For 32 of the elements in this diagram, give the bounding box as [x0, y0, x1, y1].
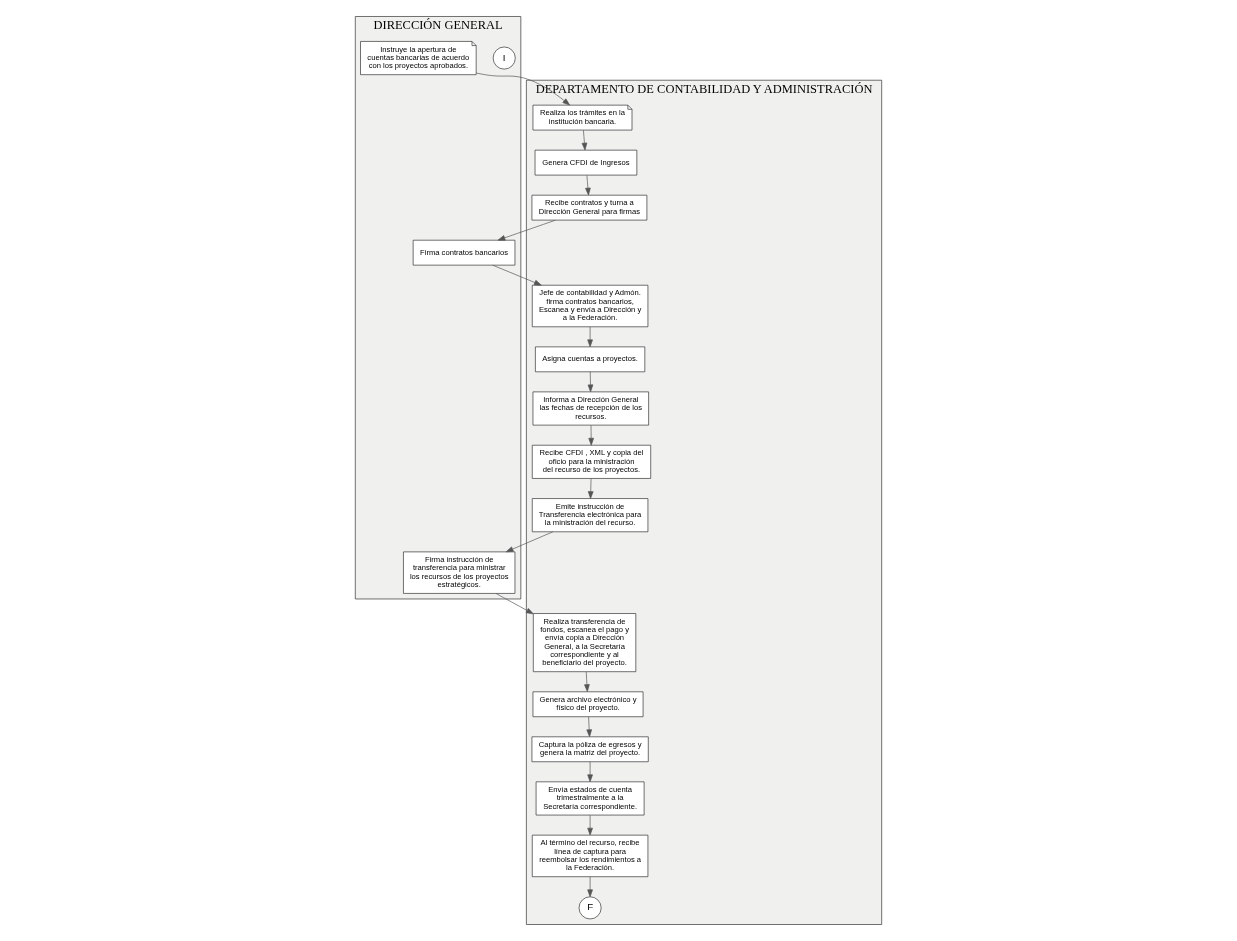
arrow [581, 129, 588, 151]
arrow [495, 593, 534, 615]
node-box: Envía estados de cuenta trimestralmente a la Secretaría correspondiente. [535, 781, 645, 816]
arrow [475, 72, 570, 106]
arrow [492, 264, 542, 286]
node-box: Realiza transferencia de fondos, escanea el pago y envía copia a Dirección General, a la Secretaría correspondiente y al beneficiario del proyecto. [532, 613, 637, 673]
node-box: Genera CFDI de Ingresos [534, 149, 638, 176]
node-box: Asigna cuentas a proyectos. [535, 346, 646, 373]
arrow [586, 716, 592, 737]
arrow [588, 425, 594, 446]
node-box: Firma contratos bancarios [412, 239, 516, 266]
node-box: Informa a Dirección General las fechas de recepción de los recursos. [532, 391, 649, 426]
node-box: Jefe de contabilidad y Admón. firma contratos bancarios, Escanea y envía a Dirección y a la Federación. [531, 284, 649, 328]
arrow [587, 326, 593, 348]
node-box: Recibe CFDI , XML y copia del oficio para la ministración del recurso de los proyectos. [531, 444, 652, 479]
node-box: Recibe contratos y turna a Dirección General para firmas [531, 194, 648, 221]
node-box: Al término del recurso, recibe línea de captura para reembolsar los rendimientos a la Federación. [531, 834, 649, 878]
arrow [587, 815, 593, 836]
arrow [505, 531, 554, 553]
arrow [497, 219, 556, 241]
arrow [587, 876, 593, 898]
arrow [587, 761, 593, 783]
node-circle: F [578, 896, 602, 920]
node-circle: I [492, 46, 516, 70]
arrow [585, 174, 591, 196]
node-box: Emite instrucción de Transferencia electrónica para la ministración del recurso. [531, 498, 649, 533]
node-box: Firma instrucción de transferencia para ministrar los recursos de los proyectos estratégicos. [403, 551, 516, 594]
node-box: Genera archivo electrónico y físico del proyecto. [532, 691, 644, 718]
node-box: Captura la póliza de egresos y genera la matriz del proyecto. [531, 736, 649, 763]
arrow [584, 671, 590, 692]
arrow [587, 371, 594, 393]
arrow [587, 478, 594, 499]
